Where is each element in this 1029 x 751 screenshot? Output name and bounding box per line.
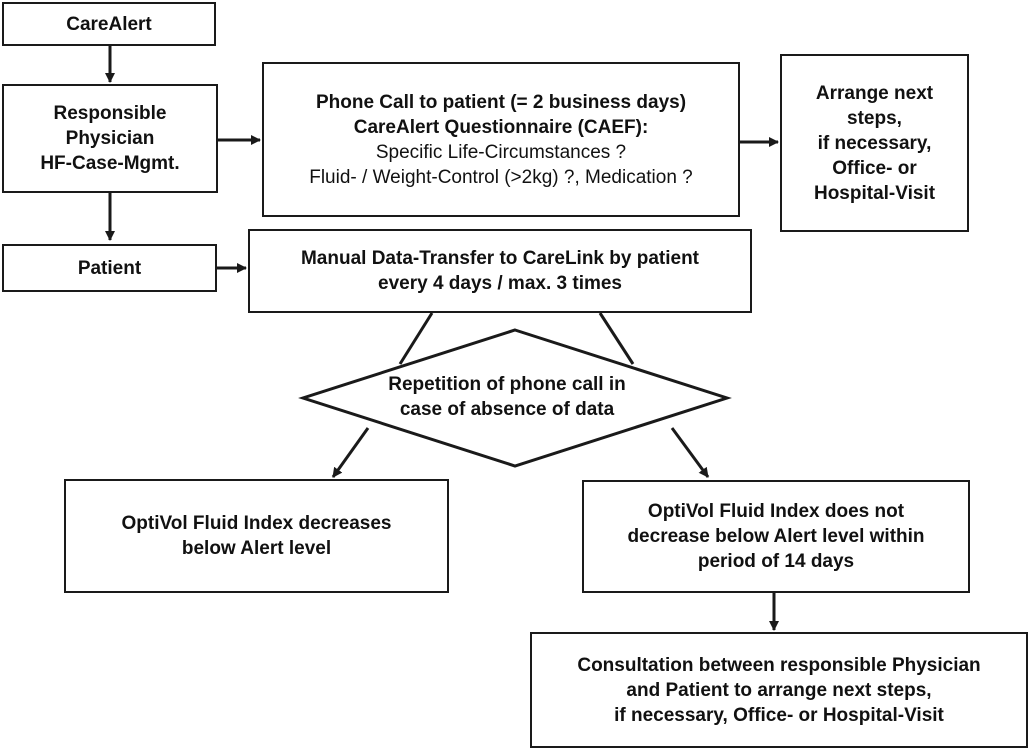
connector-data-transfer-left [398, 312, 434, 365]
patient-box: Patient [2, 244, 217, 292]
data-transfer-box: Manual Data-Transfer to CareLink by pati… [248, 229, 752, 313]
carealert-box: CareAlert [2, 2, 216, 46]
carealert-label: CareAlert [66, 13, 152, 35]
next-steps-line-3: if necessary, [817, 132, 932, 154]
consultation-line-1: Consultation between responsible Physici… [577, 654, 981, 676]
phone-call-line-2: CareAlert Questionnaire (CAEF): [353, 116, 649, 138]
index-decreases-box: OptiVol Fluid Index decreases below Aler… [64, 479, 449, 593]
repetition-label: Repetition of phone call in case of abse… [352, 372, 662, 422]
repetition-decision-diamond [298, 328, 732, 468]
index-decreases-line-1: OptiVol Fluid Index decreases [121, 513, 392, 534]
phone-call-box: Phone Call to patient (= 2 business days… [262, 62, 740, 217]
responsible-physician-box: Responsible Physician HF-Case-Mgmt. [2, 84, 218, 193]
arrow-diamond-to-index-decreases [331, 427, 370, 478]
data-transfer-line-2: every 4 days / max. 3 times [378, 273, 622, 294]
next-steps-line-5: Hospital-Visit [813, 182, 936, 204]
consultation-box: Consultation between responsible Physici… [530, 632, 1028, 748]
next-steps-line-4: Office- or [832, 157, 917, 179]
data-transfer-line-1: Manual Data-Transfer to CareLink by pati… [300, 248, 700, 269]
repetition-line-1: Repetition of phone call in [388, 374, 626, 395]
next-steps-line-2: steps, [847, 107, 902, 129]
phone-call-line-3: Specific Life-Circumstances ? [375, 141, 627, 163]
phone-call-line-1: Phone Call to patient (= 2 business days… [315, 91, 687, 113]
index-not-decrease-line-1: OptiVol Fluid Index does not [647, 501, 905, 522]
physician-line-1: Responsible [53, 103, 167, 124]
physician-line-3: HF-Case-Mgmt. [40, 153, 180, 174]
index-not-decrease-line-2: decrease below Alert level within [627, 526, 925, 547]
consultation-line-3: if necessary, Office- or Hospital-Visit [614, 704, 944, 726]
index-not-decrease-line-3: period of 14 days [697, 551, 855, 572]
repetition-line-2: case of absence of data [399, 399, 615, 420]
phone-call-line-4: Fluid- / Weight-Control (>2kg) ?, Medica… [309, 166, 693, 188]
index-not-decrease-box: OptiVol Fluid Index does not decrease be… [582, 480, 970, 593]
index-decreases-line-2: below Alert level [181, 538, 332, 559]
arrow-diamond-to-index-not-decrease [670, 427, 710, 478]
patient-label: Patient [77, 257, 142, 279]
connector-data-transfer-right [598, 312, 635, 365]
physician-line-2: Physician [65, 128, 155, 149]
next-steps-box: Arrange next steps, if necessary, Office… [780, 54, 969, 232]
next-steps-line-1: Arrange next [815, 82, 934, 104]
consultation-line-2: and Patient to arrange next steps, [626, 679, 932, 701]
